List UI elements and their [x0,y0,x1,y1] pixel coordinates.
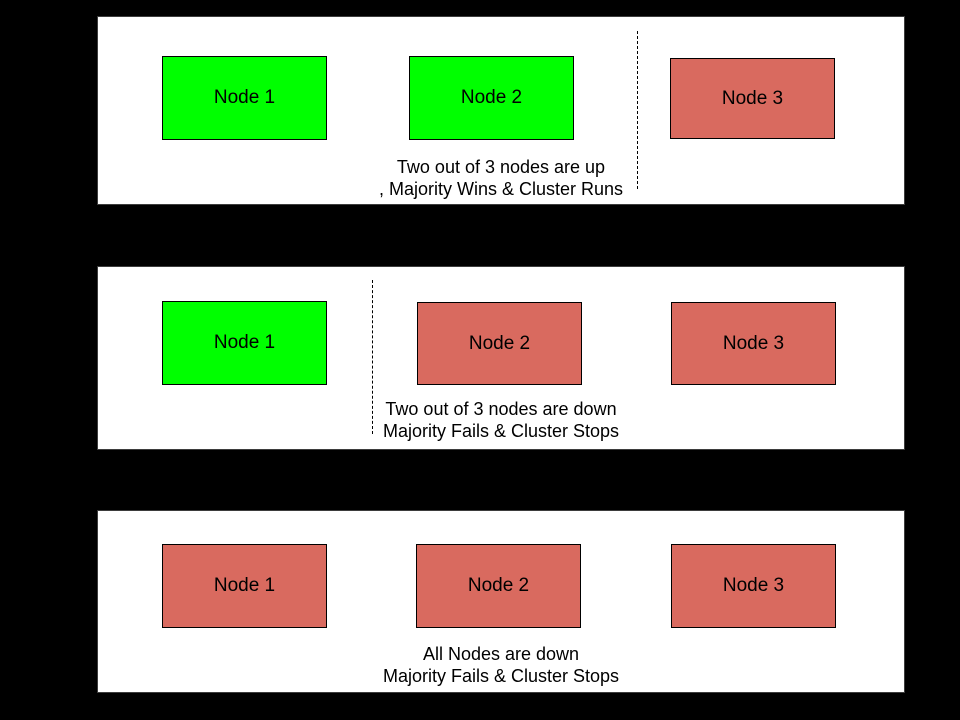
panel2-node-3: Node 3 [671,302,836,385]
panel-caption: Two out of 3 nodes are up , Majority Win… [98,156,904,200]
panel-all-down: Node 1 Node 2 Node 3 All Nodes are down … [97,510,905,693]
node-label: Node 3 [722,332,785,354]
quorum-divider [372,280,373,434]
panel3-node-3: Node 3 [671,544,836,628]
node-label: Node 3 [722,575,785,596]
caption-line-1: All Nodes are down [422,644,580,664]
panel3-node-2: Node 2 [416,544,581,628]
panel2-node-2: Node 2 [417,302,582,385]
panel3-node-1: Node 1 [162,544,327,628]
caption-line-2: Majority Fails & Cluster Stops [382,666,620,686]
panel2-node-1: Node 1 [162,301,327,385]
panel1-node-1: Node 1 [162,56,327,140]
panel1-node-2: Node 2 [409,56,574,140]
panel-majority-wins: Node 1 Node 2 Node 3 Two out of 3 nodes … [97,16,905,205]
quorum-divider [637,31,638,189]
node-label: Node 2 [460,87,523,108]
node-label: Node 1 [213,575,276,596]
caption-line-2: , Majority Wins & Cluster Runs [378,179,624,199]
caption-line-1: Two out of 3 nodes are up [396,157,606,177]
node-label: Node 1 [213,87,276,108]
panel-majority-fails: Node 1 Node 2 Node 3 Two out of 3 nodes … [97,266,905,450]
caption-line-1: Two out of 3 nodes are down [385,399,617,419]
node-label: Node 3 [721,87,784,109]
node-label: Node 2 [468,332,531,354]
panel1-node-3: Node 3 [670,58,835,139]
node-label: Node 2 [467,575,530,596]
panel-caption: All Nodes are down Majority Fails & Clus… [98,643,904,687]
panel-caption: Two out of 3 nodes are down Majority Fai… [375,398,627,442]
node-label: Node 1 [213,332,276,353]
caption-line-2: Majority Fails & Cluster Stops [382,421,620,441]
